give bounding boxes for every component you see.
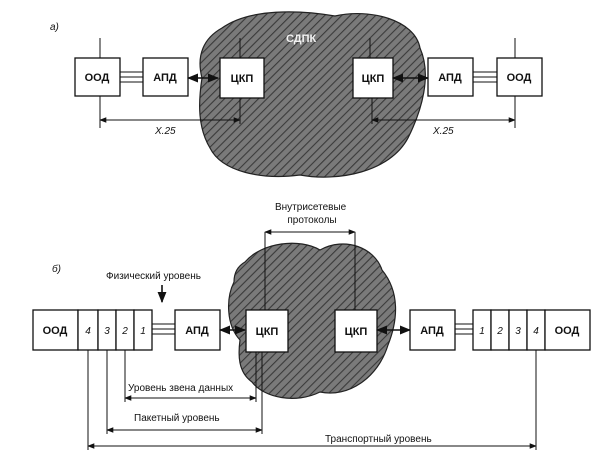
physical-level-label: Физический уровень: [106, 271, 201, 282]
right-dte-box: [496, 57, 543, 97]
network-label: СДПК: [286, 33, 317, 45]
left-dce-box: [142, 57, 189, 97]
left-dte-box-b: [32, 309, 79, 351]
packet-level-label: Пакетный уровень: [134, 413, 220, 424]
part-a-label: а): [50, 22, 59, 33]
internal-protocols-line2: протоколы: [287, 215, 336, 226]
right-dce-box-b: [409, 309, 456, 351]
left-node-label: ЦКП: [231, 73, 254, 85]
right-dce-label: АПД: [438, 72, 462, 84]
left-layer-1: [133, 309, 153, 351]
right-dte-label: ООД: [507, 72, 532, 84]
right-dce-box: [427, 57, 474, 97]
right-layer-1-label: 1: [479, 326, 485, 337]
right-dce-label-b: АПД: [420, 325, 444, 337]
link-level-label: Уровень звена данных: [128, 383, 233, 394]
left-x25-label: X.25: [154, 126, 176, 137]
packet-network-cloud-b: [228, 242, 397, 399]
left-layer-1-label: 1: [140, 326, 146, 337]
right-node-label-b: ЦКП: [345, 326, 368, 338]
left-dce-box-b: [174, 309, 221, 351]
left-layer-2-label: 2: [121, 326, 128, 337]
internal-protocols-line1: Внутрисетевые: [275, 202, 347, 213]
left-node-label-b: ЦКП: [256, 326, 279, 338]
left-dce-label: АПД: [153, 72, 177, 84]
right-layer-2-label: 2: [496, 326, 503, 337]
right-x25-label: X.25: [432, 126, 454, 137]
left-dte-box: [74, 57, 121, 97]
left-layer-4-label: 4: [85, 326, 91, 337]
transport-level-label: Транспортный уровень: [325, 434, 432, 445]
left-dce-label-b: АПД: [185, 325, 209, 337]
right-node-box: [352, 57, 394, 99]
left-node-box-b: [245, 309, 289, 353]
part-b-label: б): [52, 263, 61, 275]
right-layer-3-label: 3: [515, 326, 521, 337]
left-layer-3-label: 3: [104, 326, 110, 337]
right-dte-box-b: [544, 309, 591, 351]
left-dte-label-b: ООД: [43, 325, 68, 337]
packet-network-cloud: [199, 11, 426, 178]
right-node-box-b: [334, 309, 378, 353]
left-node-box: [219, 57, 265, 99]
right-layer-4-label: 4: [533, 326, 539, 337]
right-node-label: ЦКП: [362, 73, 385, 85]
right-dte-label-b: ООД: [555, 325, 580, 337]
internal-protocols-label: Внутрисетевые протоколы: [275, 202, 349, 226]
left-dte-label: ООД: [85, 72, 110, 84]
